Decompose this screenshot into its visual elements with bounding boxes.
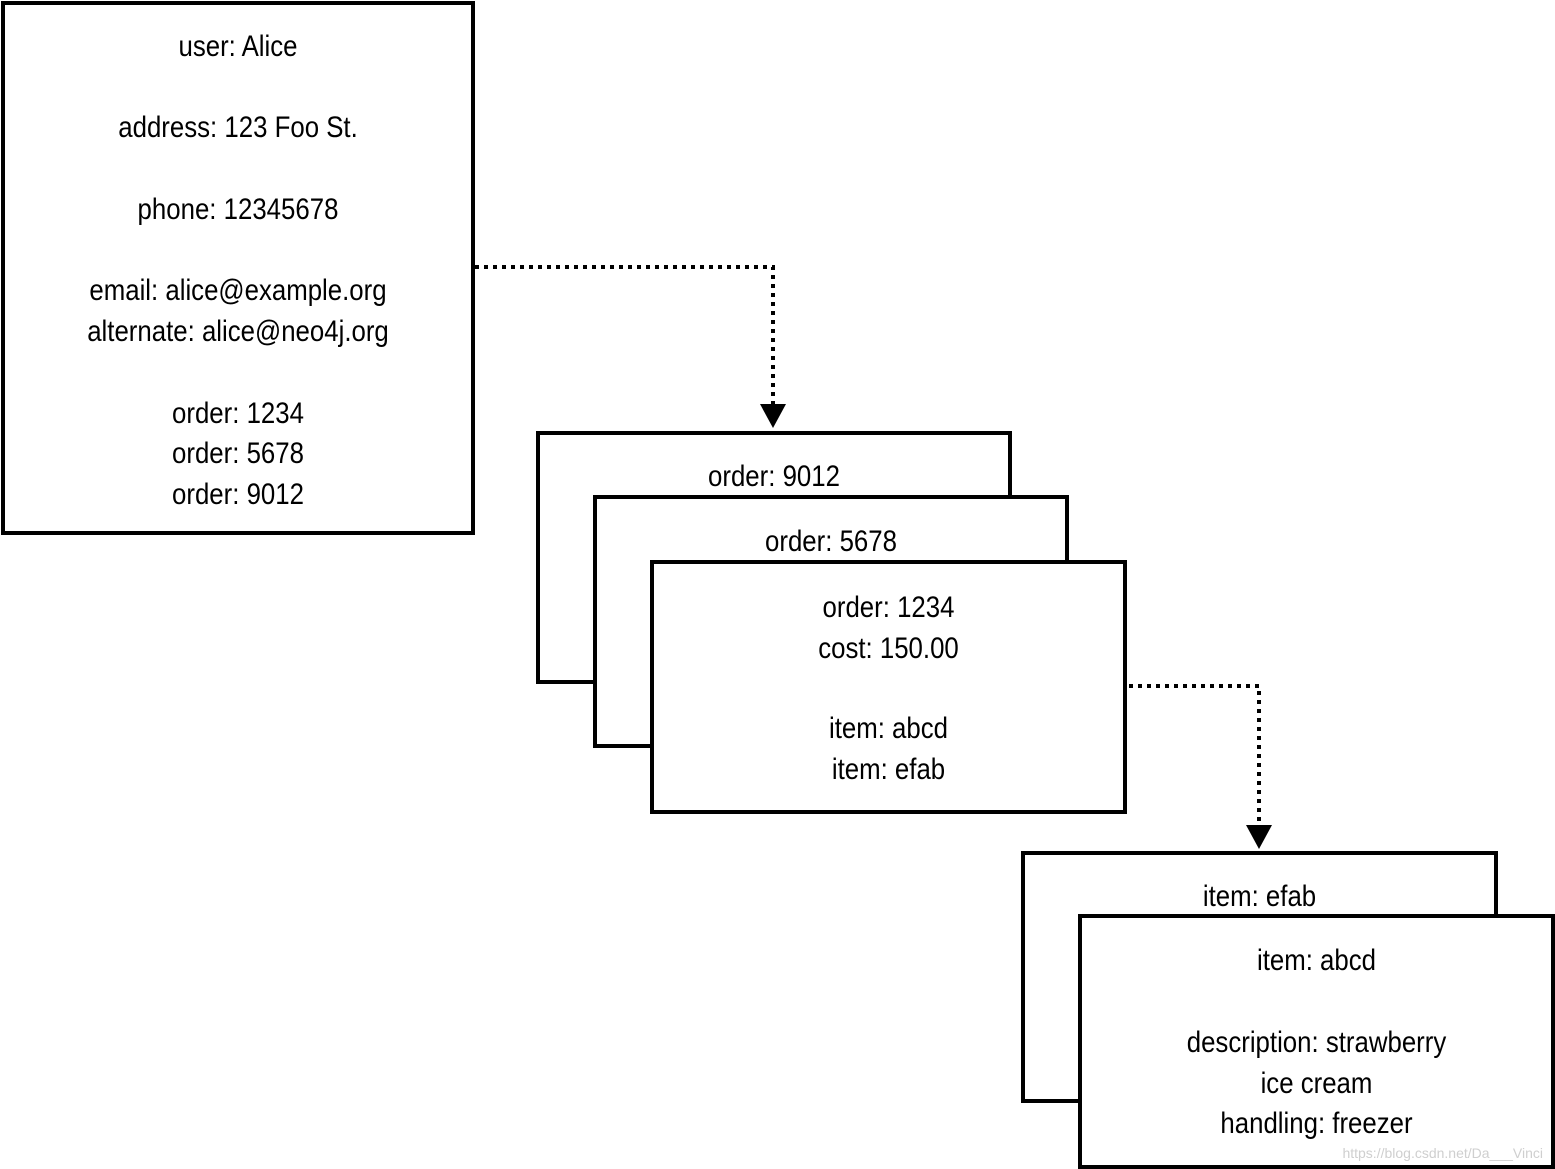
watermark: https://blog.csdn.net/Da___Vinci <box>1342 1145 1543 1161</box>
order-card-1234: order: 1234 cost: 150.00 item: abcd item… <box>650 560 1127 814</box>
user-card: user: Alice address: 123 Foo St. phone: … <box>1 1 475 535</box>
item-title: item: abcd <box>1256 944 1377 977</box>
order-item-ref: item: efab <box>831 753 946 786</box>
user-alternate-email: alternate: alice@neo4j.org <box>87 315 389 348</box>
user-to-orders-arrowhead <box>760 404 786 428</box>
item-description-continued: ice cream <box>1260 1067 1373 1100</box>
user-order-ref: order: 5678 <box>172 437 304 470</box>
user-address: address: 123 Foo St. <box>118 111 358 144</box>
order-title: order: 5678 <box>765 525 897 558</box>
order-title: order: 1234 <box>822 591 955 624</box>
user-name: user: Alice <box>178 30 298 63</box>
user-to-orders-connector <box>475 265 786 428</box>
user-order-ref: order: 1234 <box>172 397 304 430</box>
user-phone: phone: 12345678 <box>137 193 339 226</box>
user-email: email: alice@example.org <box>89 274 387 307</box>
item-description: description: strawberry <box>1186 1026 1447 1059</box>
order-title: order: 9012 <box>708 460 840 493</box>
user-order-ref: order: 9012 <box>172 478 304 511</box>
item-title: item: efab <box>1202 880 1317 913</box>
order-to-items-arrowhead <box>1246 825 1272 849</box>
order-to-items-connector <box>1129 684 1272 849</box>
order-cost: cost: 150.00 <box>818 632 959 665</box>
user-to-orders-dotted-line <box>475 265 775 404</box>
item-handling: handling: freezer <box>1220 1107 1413 1140</box>
order-to-items-dotted-line <box>1129 684 1261 825</box>
item-card-abcd: item: abcd description: strawberry ice c… <box>1078 914 1555 1169</box>
order-item-ref: item: abcd <box>828 712 949 745</box>
